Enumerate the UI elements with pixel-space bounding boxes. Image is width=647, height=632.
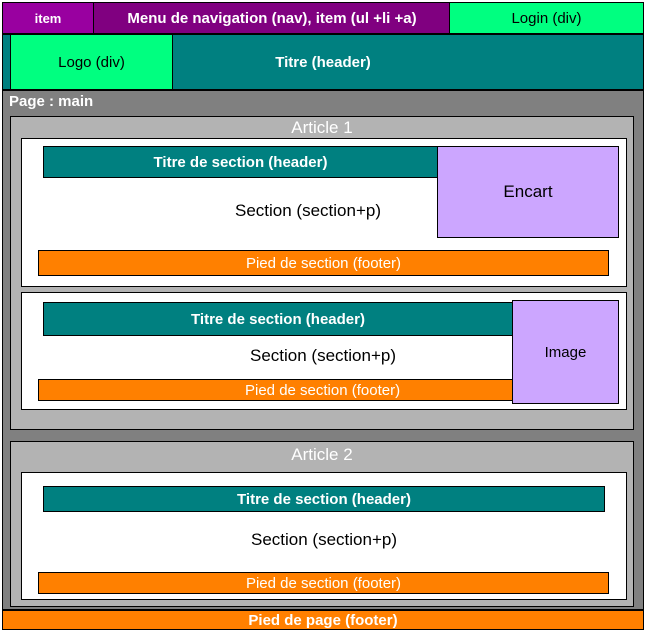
section-2-body: Section (section+p)	[250, 346, 396, 365]
nav-item: item	[2, 2, 94, 34]
page-footer: Pied de page (footer)	[2, 610, 644, 630]
logo-box: Logo (div)	[10, 34, 173, 90]
section-2-header: Titre de section (header)	[43, 302, 513, 336]
article-2-title: Article 2	[291, 445, 353, 464]
nav-menu-label: Menu de navigation (nav), item (ul +li +…	[127, 9, 417, 27]
section-1-footer: Pied de section (footer)	[38, 250, 609, 276]
section-3-footer: Pied de section (footer)	[38, 572, 609, 594]
aside-encart: Encart	[437, 146, 619, 238]
main-label: Page : main	[9, 93, 94, 110]
header-title: Titre (header)	[275, 53, 371, 71]
section-3-body: Section (section+p)	[251, 530, 397, 549]
article-1-title: Article 1	[291, 118, 353, 137]
section-1-body: Section (section+p)	[235, 201, 381, 220]
section-1-header: Titre de section (header)	[43, 146, 438, 178]
section-3-header: Titre de section (header)	[43, 486, 605, 512]
aside-image: Image	[512, 300, 619, 404]
login-box: Login (div)	[449, 2, 644, 34]
section-2-footer: Pied de section (footer)	[38, 379, 514, 401]
